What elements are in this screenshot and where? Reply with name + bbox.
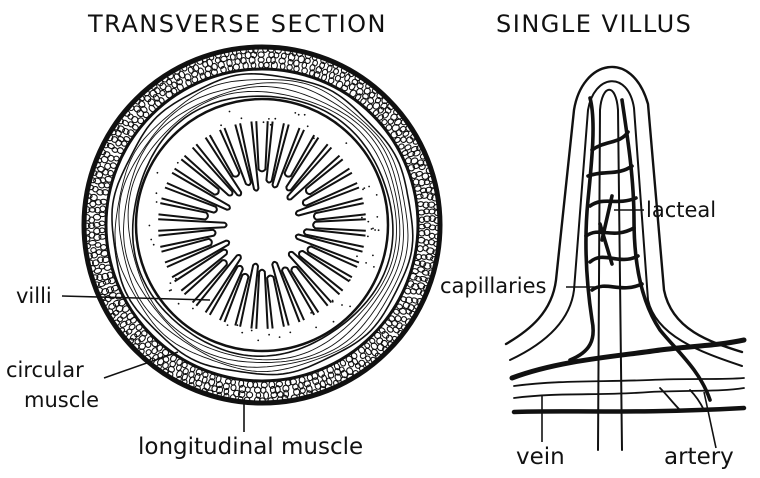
single-villus-drawing <box>506 67 744 450</box>
villus-finger <box>159 203 208 219</box>
artery-label: artery <box>664 446 734 469</box>
mucosa-boundary <box>136 99 388 351</box>
transverse-section-drawing <box>62 46 441 432</box>
villus-finger <box>282 267 314 320</box>
villi-pointer <box>62 296 210 300</box>
circular-muscle-layer <box>112 74 413 375</box>
circular-muscle-label-line1: circular <box>6 360 84 381</box>
circular-muscle-label-line2: muscle <box>24 390 99 411</box>
vein-label: vein <box>516 446 565 469</box>
transverse-section-heading: TRANSVERSE SECTION <box>88 12 387 36</box>
villus-finger <box>256 270 267 329</box>
villus-finger <box>256 121 267 171</box>
villi-label: villi <box>16 286 52 307</box>
villi-ring <box>158 121 366 329</box>
single-villus-heading: SINGLE VILLUS <box>496 12 692 36</box>
villus-finger <box>185 148 233 196</box>
villus-finger <box>158 219 226 230</box>
lacteal-label: lacteal <box>646 200 716 221</box>
villus-finger <box>314 203 366 220</box>
villus-finger <box>210 266 243 320</box>
capillaries-label: capillaries <box>440 276 546 297</box>
longitudinal-muscle-label: longitudinal muscle <box>138 436 363 459</box>
villus-finger <box>303 173 357 206</box>
villus-finger <box>313 219 366 230</box>
mucosa-stipple <box>149 111 380 342</box>
